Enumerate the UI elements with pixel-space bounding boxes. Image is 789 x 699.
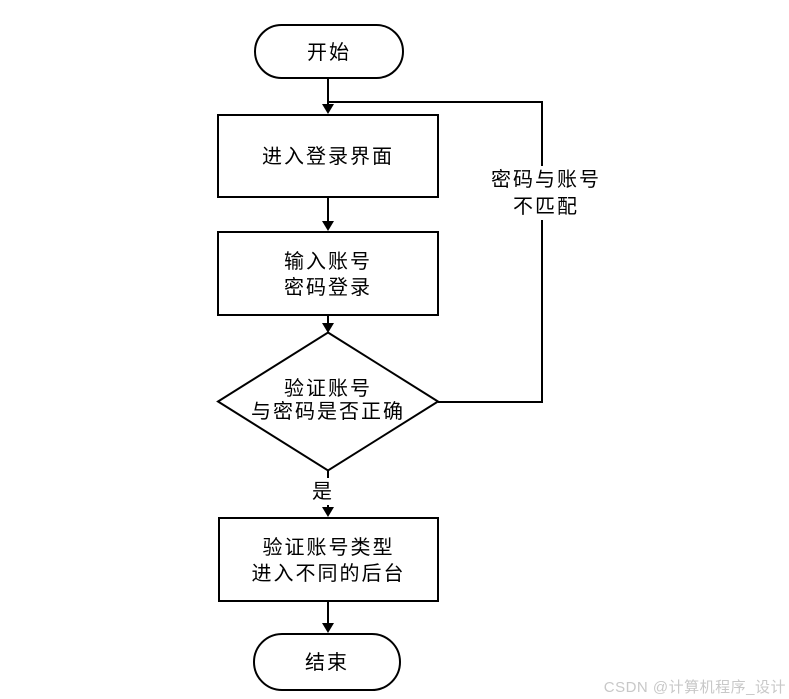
arrowhead-into-type — [322, 507, 334, 517]
verify-type-node: 验证账号类型 进入不同的后台 — [218, 517, 439, 602]
mismatch-label-line1: 密码与账号 — [491, 167, 601, 191]
yes-branch-label-text: 是 — [312, 479, 334, 503]
arrowhead-into-input — [322, 221, 334, 231]
start-node: 开始 — [254, 24, 404, 79]
input-credentials-line1: 输入账号 — [284, 248, 372, 273]
mismatch-branch-label: 密码与账号 不匹配 — [484, 166, 608, 220]
verify-type-line2: 进入不同的后台 — [251, 560, 406, 585]
edge-mismatch-loop — [329, 101, 543, 403]
arrowhead-into-login — [322, 104, 334, 114]
yes-branch-label: 是 — [310, 478, 336, 505]
arrowhead-into-decision — [322, 323, 334, 333]
enter-login-label: 进入登录界面 — [262, 144, 394, 168]
decision-line1: 验证账号 — [284, 376, 372, 400]
mismatch-label-line2: 不匹配 — [513, 194, 579, 218]
enter-login-node: 进入登录界面 — [217, 114, 439, 198]
arrowhead-into-end — [322, 623, 334, 633]
verify-type-line1: 验证账号类型 — [262, 534, 395, 559]
decision-node-text: 验证账号 与密码是否正确 — [218, 377, 438, 423]
end-node-label: 结束 — [305, 650, 349, 674]
decision-diamond-shape — [216, 331, 440, 472]
csdn-watermark: CSDN @计算机程序_设计 — [604, 676, 786, 697]
csdn-watermark-text: CSDN @计算机程序_设计 — [603, 679, 786, 696]
start-node-label: 开始 — [307, 39, 351, 64]
input-credentials-node: 输入账号 密码登录 — [217, 231, 439, 316]
input-credentials-line2: 密码登录 — [284, 274, 372, 299]
decision-line2: 与密码是否正确 — [251, 399, 405, 423]
end-node: 结束 — [253, 633, 401, 691]
